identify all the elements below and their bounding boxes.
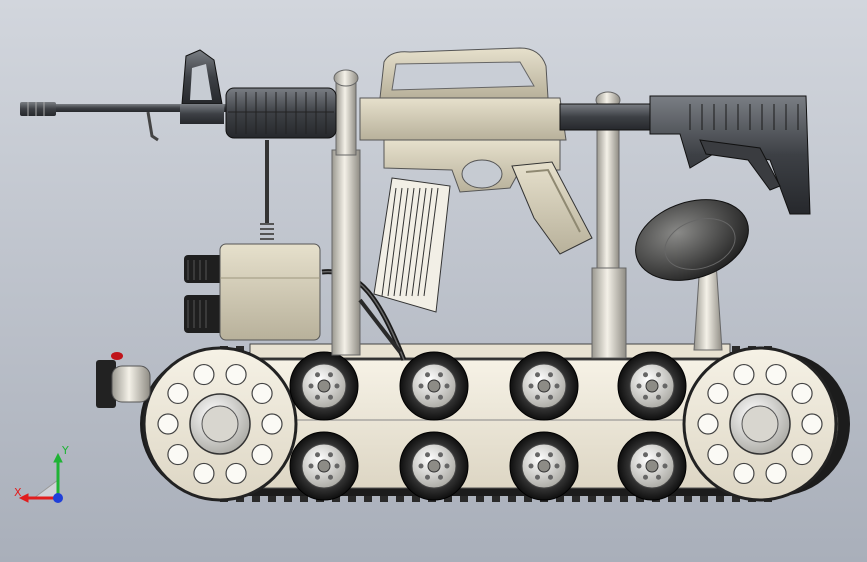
indicator-light-icon	[111, 352, 123, 360]
muzzle-brake	[20, 102, 56, 116]
road-wheel	[289, 351, 359, 421]
road-wheels	[289, 351, 687, 501]
support-posts	[331, 69, 723, 359]
x-axis-arrowhead-icon	[18, 493, 29, 503]
x-axis-label: X	[14, 486, 22, 499]
handguard	[225, 87, 337, 139]
road-wheel	[289, 431, 359, 501]
road-wheel	[617, 431, 687, 501]
pistol-grip	[511, 161, 593, 255]
upper-receiver	[359, 97, 567, 141]
drive-sprocket-left	[142, 346, 298, 502]
sensor-dome	[635, 199, 749, 281]
magazine	[373, 177, 451, 313]
road-wheel	[399, 351, 469, 421]
drive-sprocket-right	[682, 346, 838, 502]
road-wheel	[617, 351, 687, 421]
y-axis-label: Y	[61, 444, 69, 457]
y-axis-arrowhead-icon	[53, 452, 63, 463]
road-wheel	[399, 431, 469, 501]
camera-box	[184, 140, 407, 361]
tracked-chassis	[140, 343, 850, 502]
barrel	[56, 104, 226, 112]
road-wheel	[509, 431, 579, 501]
rifle	[20, 47, 811, 313]
road-wheel	[509, 351, 579, 421]
axis-triad[interactable]: X Y	[12, 440, 82, 510]
z-axis-dot-icon	[53, 493, 63, 503]
headlight	[96, 352, 151, 408]
